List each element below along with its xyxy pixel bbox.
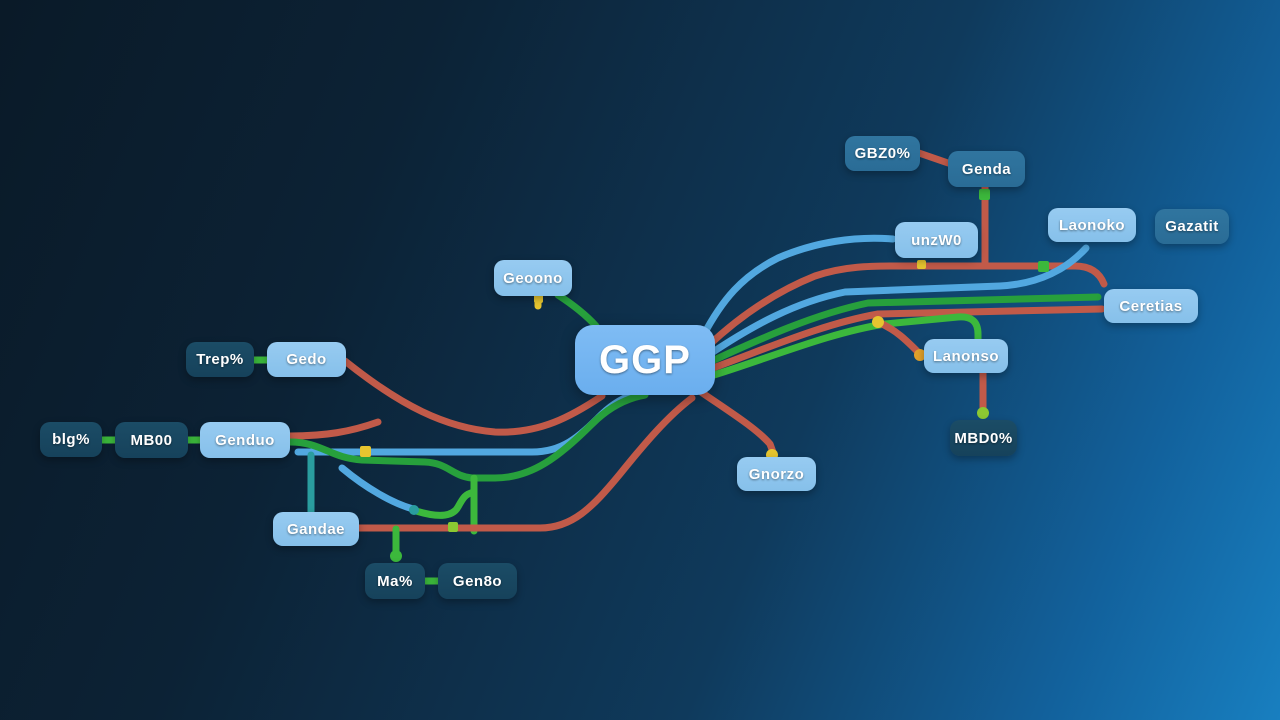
node-ma[interactable]: Ma% bbox=[365, 563, 425, 599]
junction-dot-blue-diag-end bbox=[409, 505, 419, 515]
edge-red-ggp-main bbox=[704, 262, 1108, 350]
junction-dot-mbd0-top bbox=[977, 407, 989, 419]
node-label-gandae: Gandae bbox=[286, 520, 346, 538]
junction-dot-ma-top bbox=[390, 550, 402, 562]
node-lanonso[interactable]: Lanonso bbox=[924, 339, 1008, 373]
edge-red-gandae-ggp bbox=[355, 394, 696, 532]
node-label-genda: Genda bbox=[961, 160, 1012, 178]
junction-sq-unzw0-below bbox=[917, 260, 926, 269]
junction-sq-red-main bbox=[1038, 261, 1049, 272]
node-label-ma: Ma% bbox=[377, 572, 413, 590]
edge-green-connector bbox=[412, 488, 478, 519]
edge-blue-diag-down bbox=[338, 464, 417, 513]
node-label-geoono: Geoono bbox=[503, 269, 563, 287]
node-mbd0[interactable]: MBD0% bbox=[950, 420, 1017, 456]
node-label-gbz0: GBZ0% bbox=[854, 145, 911, 162]
junction-sq-red-gandae bbox=[448, 522, 458, 532]
node-label-gazatit: Gazatit bbox=[1165, 218, 1219, 235]
node-gnorzo[interactable]: Gnorzo bbox=[737, 457, 816, 491]
edge-blue-ggp-unzw0 bbox=[699, 234, 897, 340]
node-gbz0[interactable]: GBZ0% bbox=[845, 136, 920, 171]
node-label-trep: Trep% bbox=[196, 351, 244, 368]
junction-sq-genda-bottom bbox=[979, 189, 990, 200]
junction-dot-bundle-split bbox=[872, 316, 884, 328]
node-mb00[interactable]: MB00 bbox=[115, 422, 188, 458]
edge-red-genduo-stub bbox=[286, 418, 382, 440]
node-label-genduo: Genduo bbox=[215, 431, 275, 449]
node-geoono[interactable]: Geoono bbox=[494, 260, 572, 296]
node-label-mb00: MB00 bbox=[130, 431, 173, 449]
edge-red-ggp-gnorzo bbox=[694, 386, 778, 459]
node-ceretias[interactable]: Ceretias bbox=[1104, 289, 1198, 323]
edge-red-ggp-right bbox=[709, 305, 1106, 372]
node-laonoko[interactable]: Laonoko bbox=[1048, 208, 1136, 242]
node-label-gedo: Gedo bbox=[286, 351, 327, 368]
node-trep[interactable]: Trep% bbox=[186, 342, 254, 377]
edge-red-branch-lanonso bbox=[874, 318, 922, 356]
edge-green-genduo-ggp bbox=[286, 391, 649, 482]
node-label-ggp: GGP bbox=[599, 337, 691, 382]
node-label-unzw0: unzW0 bbox=[911, 231, 962, 249]
node-gedo[interactable]: Gedo bbox=[267, 342, 346, 377]
edge-red-gedo-ggp bbox=[341, 357, 606, 436]
edge-green-ggp-ceretias bbox=[708, 293, 1102, 365]
junction-sq-geoono-below bbox=[534, 294, 543, 303]
node-genduo[interactable]: Genduo bbox=[200, 422, 290, 458]
node-label-gnorzo: Gnorzo bbox=[748, 465, 805, 483]
node-label-lanonso: Lanonso bbox=[933, 347, 999, 365]
node-label-mbd0: MBD0% bbox=[954, 429, 1013, 447]
node-gandae[interactable]: Gandae bbox=[273, 512, 359, 546]
node-blg[interactable]: blg% bbox=[40, 422, 102, 457]
junction-sq-blue-left bbox=[360, 446, 371, 457]
edge-green-geoono-ggp bbox=[554, 291, 600, 330]
node-ggp[interactable]: GGP bbox=[575, 325, 715, 395]
junction-dot-lanonso-in bbox=[914, 349, 926, 361]
node-label-gen8o: Gen8o bbox=[452, 572, 503, 590]
node-label-laonoko: Laonoko bbox=[1059, 216, 1125, 234]
edge-red-gbz0-genda bbox=[915, 149, 952, 167]
edge-blue-ggp-laonoko bbox=[706, 244, 1090, 358]
node-gen8o[interactable]: Gen8o bbox=[438, 563, 517, 599]
node-label-ceretias: Ceretias bbox=[1119, 297, 1183, 315]
node-label-blg: blg% bbox=[52, 431, 90, 448]
node-unzw0[interactable]: unzW0 bbox=[895, 222, 978, 258]
node-genda[interactable]: Genda bbox=[948, 151, 1025, 187]
node-gazatit[interactable]: Gazatit bbox=[1155, 209, 1229, 244]
